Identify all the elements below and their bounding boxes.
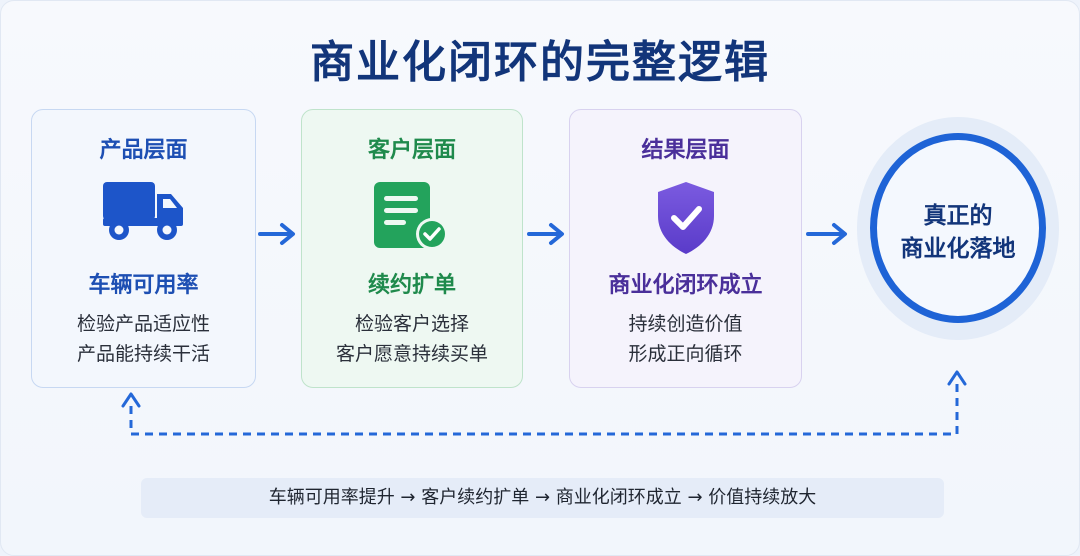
card-product: 产品层面 车辆可用率 检验产品适应性 产品能持续干活 xyxy=(31,109,256,388)
card-result-title: 结果层面 xyxy=(641,138,730,163)
truck-icon xyxy=(101,180,187,246)
goal-text-line-1: 真正的 xyxy=(923,203,993,229)
card-customer: 客户层面 续约扩单 检验客户选择 客户愿意持续买单 xyxy=(301,109,523,388)
card-result-line-2: 形成正向循环 xyxy=(628,343,743,365)
arrow-right-icon xyxy=(527,223,564,245)
diagram-title: 商业化闭环的完整逻辑 xyxy=(310,37,770,88)
card-product-heading: 车辆可用率 xyxy=(88,273,199,298)
card-customer-title: 客户层面 xyxy=(367,138,456,163)
card-product-title: 产品层面 xyxy=(99,138,188,163)
card-customer-line-1: 检验客户选择 xyxy=(354,313,469,335)
document-check-icon xyxy=(370,180,454,256)
card-result-line-1: 持续创造价值 xyxy=(628,313,743,335)
card-result-heading: 商业化闭环成立 xyxy=(608,273,763,298)
arrow-right-icon xyxy=(258,223,295,245)
card-product-line-2: 产品能持续干活 xyxy=(76,343,210,365)
summary-bar: 车辆可用率提升 → 客户续约扩单 → 商业化闭环成立 → 价值持续放大 xyxy=(141,478,944,518)
arrow-right-icon xyxy=(806,223,847,245)
card-product-line-1: 检验产品适应性 xyxy=(76,313,210,335)
goal-text-line-2: 商业化落地 xyxy=(900,236,1016,262)
shield-check-icon xyxy=(654,180,718,260)
card-result: 结果层面 商业化闭环成立 持续创造价值 形成正向循环 xyxy=(569,109,802,388)
card-customer-heading: 续约扩单 xyxy=(367,273,456,298)
card-customer-line-2: 客户愿意持续买单 xyxy=(335,343,488,365)
goal-circle xyxy=(870,133,1046,323)
